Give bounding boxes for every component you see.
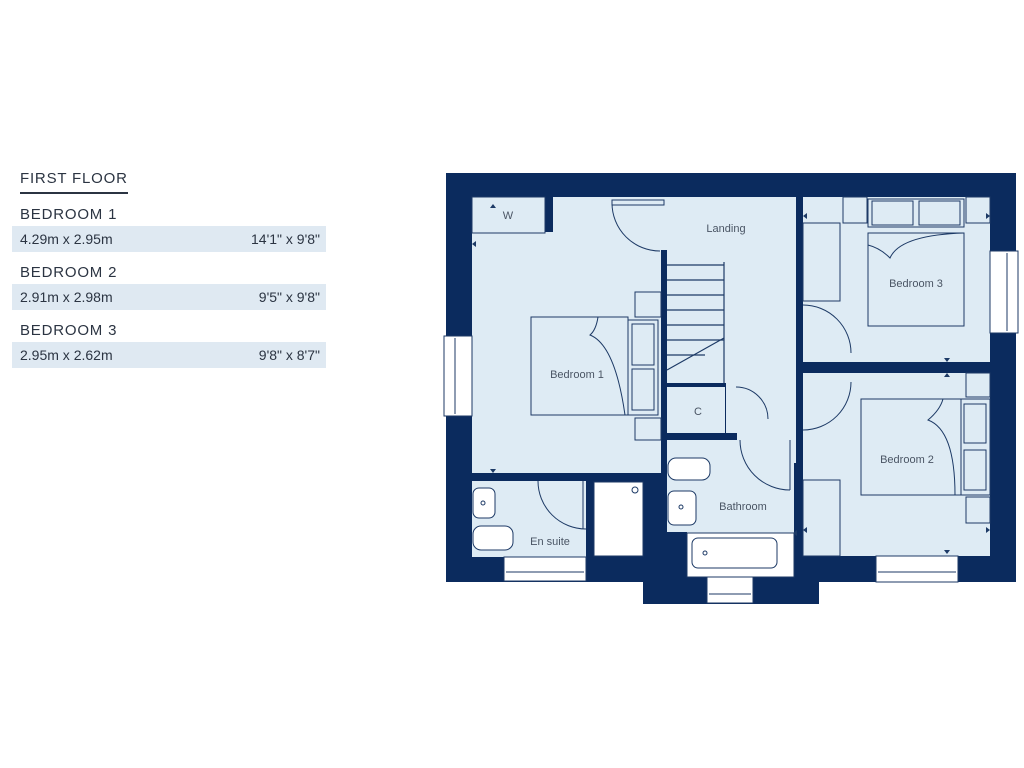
toilet-bathroom — [667, 457, 711, 481]
door-bedroom-3 — [802, 304, 852, 354]
bathroom-fixtures — [667, 457, 795, 578]
room-name: BEDROOM 2 — [20, 264, 118, 281]
window-bedroom-2 — [875, 555, 959, 583]
interior-walls — [472, 197, 990, 557]
label-bedroom-2: Bedroom 2 — [880, 454, 934, 466]
door-bedroom-1 — [611, 202, 661, 252]
window-bedroom-3 — [989, 250, 1019, 334]
door-bedroom-2 — [802, 381, 852, 431]
room-dimensions-legend: FIRST FLOOR BEDROOM 1 4.29m x 2.95m 14'1… — [12, 170, 326, 368]
imperial-dimensions: 9'5" x 9'8" — [258, 289, 320, 305]
ensuite-fixtures — [472, 481, 644, 557]
imperial-dimensions: 14'1" x 9'8" — [251, 231, 320, 247]
marker-icons — [472, 204, 990, 554]
metric-dimensions: 2.95m x 2.62m — [20, 347, 113, 363]
room-dimensions-row: 4.29m x 2.95m 14'1" x 9'8" — [12, 226, 326, 252]
metric-dimensions: 4.29m x 2.95m — [20, 231, 113, 247]
windows — [443, 250, 1019, 604]
room-dimensions-row: 2.91m x 2.98m 9'5" x 9'8" — [12, 284, 326, 310]
room-labels: Landing Bedroom 1 Bedroom 3 Bedroom 2 C … — [530, 223, 943, 548]
door-bathroom — [739, 439, 791, 491]
staircase[interactable] — [666, 262, 725, 383]
wardrobe: W — [471, 196, 546, 234]
label-bedroom-1: Bedroom 1 — [550, 369, 604, 381]
door-cupboard — [735, 386, 769, 420]
bed-bedroom-1 — [530, 291, 662, 441]
label-cupboard: C — [694, 406, 702, 418]
room-entry-bedroom-3: BEDROOM 3 2.95m x 2.62m 9'8" x 8'7" — [12, 320, 326, 368]
imperial-dimensions: 9'8" x 8'7" — [258, 347, 320, 363]
bed-bedroom-2 — [802, 372, 991, 557]
shower — [593, 481, 644, 557]
label-bathroom: Bathroom — [719, 501, 767, 513]
window-ensuite — [503, 556, 587, 582]
floor-title: FIRST FLOOR — [20, 170, 128, 194]
door-ensuite — [537, 480, 587, 530]
room-name: BEDROOM 3 — [20, 322, 118, 339]
label-ensuite: En suite — [530, 536, 570, 548]
label-bedroom-3: Bedroom 3 — [889, 278, 943, 290]
room-entry-bedroom-2: BEDROOM 2 2.91m x 2.98m 9'5" x 9'8" — [12, 262, 326, 310]
bed-bedroom-3 — [802, 196, 991, 327]
toilet-ensuite — [472, 525, 514, 551]
doors — [537, 199, 852, 530]
metric-dimensions: 2.91m x 2.98m — [20, 289, 113, 305]
label-landing: Landing — [706, 223, 745, 235]
room-entry-bedroom-1: BEDROOM 1 4.29m x 2.95m 14'1" x 9'8" — [12, 204, 326, 252]
window-bathroom — [706, 576, 754, 604]
wardrobe-label: W — [503, 210, 514, 222]
room-name: BEDROOM 1 — [20, 206, 118, 223]
room-dimensions-row: 2.95m x 2.62m 9'8" x 8'7" — [12, 342, 326, 368]
window-bedroom-1 — [443, 335, 473, 417]
